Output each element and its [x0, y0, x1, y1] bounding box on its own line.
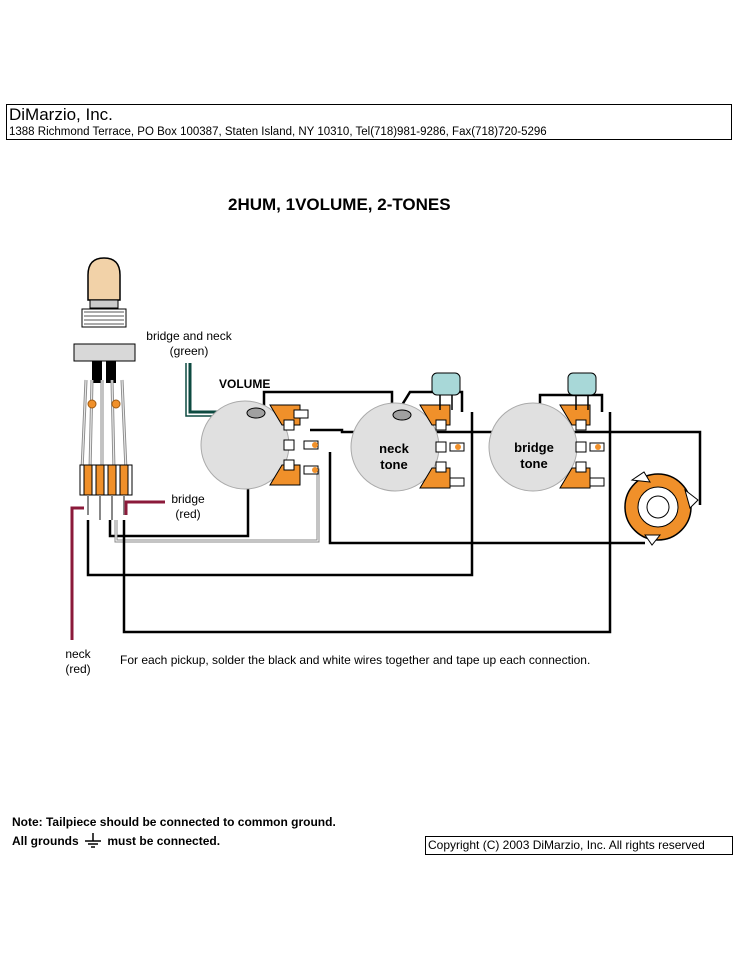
instruction-text: For each pickup, solder the black and wh…	[120, 653, 591, 667]
neck-red-label: neck (red)	[58, 647, 98, 677]
grounds-note-suffix: must be connected.	[107, 834, 221, 848]
toggle-switch	[73, 257, 136, 520]
grounds-note: All grounds must be connected.	[12, 833, 220, 849]
output-jack	[624, 471, 699, 546]
bridge-red-label-line1: bridge	[171, 492, 205, 506]
bridge-red-label-line2: (red)	[175, 507, 201, 521]
bridge-tone-label-line1: bridge	[514, 440, 554, 455]
copyright-box: Copyright (C) 2003 DiMarzio, Inc. All ri…	[425, 836, 733, 855]
neck-tone-label-line2: tone	[380, 457, 408, 472]
bridge-tone-label: bridge tone	[499, 440, 569, 472]
tailpiece-note: Note: Tailpiece should be connected to c…	[12, 815, 336, 829]
bridge-neck-label: bridge and neck (green)	[142, 329, 236, 359]
ground-symbol-icon	[85, 833, 102, 848]
bridge-red-label: bridge (red)	[166, 492, 210, 522]
diagram-title: 2HUM, 1VOLUME, 2-TONES	[228, 195, 451, 214]
bridge-neck-label-line2: (green)	[169, 344, 209, 358]
volume-pot	[200, 400, 319, 490]
volume-label: VOLUME	[219, 377, 271, 391]
neck-red-label-line2: (red)	[65, 662, 91, 676]
bridge-tone-label-line2: tone	[520, 456, 548, 471]
company-name: DiMarzio, Inc.	[9, 105, 113, 124]
neck-tone-pot	[350, 372, 465, 492]
company-address: 1388 Richmond Terrace, PO Box 100387, St…	[9, 126, 547, 138]
neck-red-label-line1: neck	[65, 647, 91, 661]
bridge-tone-pot	[488, 372, 605, 492]
neck-tone-label-line1: neck	[379, 441, 409, 456]
header-box: DiMarzio, Inc. 1388 Richmond Terrace, PO…	[6, 104, 732, 140]
bridge-neck-label-line1: bridge and neck	[146, 329, 232, 343]
neck-tone-label: neck tone	[359, 441, 429, 473]
grounds-note-prefix: All grounds	[12, 834, 79, 848]
